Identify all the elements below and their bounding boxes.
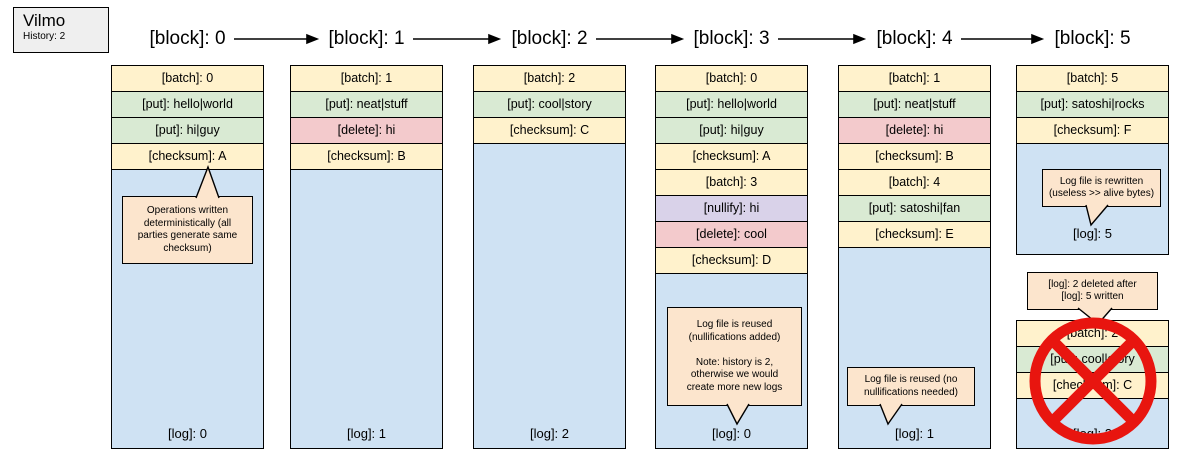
annotation-bubble-deterministic: Operations written deterministically (al… [122,196,253,264]
deleted-block-box: [batch]: 2[put]: cool|story[checksum]: C… [1016,320,1169,449]
operation-row-delete: [delete]: cool [656,222,807,248]
block-box-2: [batch]: 2[put]: cool|story[checksum]: C… [473,65,626,449]
operation-row-checksum: [checksum]: F [1017,118,1168,144]
operation-row-put: [put]: satoshi|fan [839,196,990,222]
operation-row-batch: [batch]: 1 [291,66,442,92]
operation-row-checksum: [checksum]: E [839,222,990,248]
operation-row-batch: [batch]: 0 [656,66,807,92]
legend-box: Vilmo History: 2 [13,7,109,53]
operation-row-put: [put]: neat|stuff [291,92,442,118]
operation-row-put: [put]: cool|story [1017,347,1168,373]
operation-row-batch: [batch]: 3 [656,170,807,196]
operation-row-put: [put]: hi|guy [112,118,263,144]
annotation-bubble-log-rewritten: Log file is rewritten (useless >> alive … [1042,169,1161,207]
operation-row-put: [put]: hello|world [656,92,807,118]
operation-row-put: [put]: hi|guy [656,118,807,144]
operation-row-batch: [batch]: 1 [839,66,990,92]
operation-row-checksum: [checksum]: A [656,144,807,170]
operation-row-delete: [delete]: hi [291,118,442,144]
log-label: [log]: 2 [529,426,570,441]
log-label: [log]: 1 [894,426,935,441]
annotation-bubble-log-reused-nullifications: Log file is reused (nullifications added… [667,307,802,406]
log-label: [log]: 0 [167,426,208,441]
log-label: [log]: 5 [1072,226,1113,241]
block-header-5: [block]: 5 [1054,28,1131,49]
operation-row-checksum: [checksum]: B [291,144,442,170]
operation-row-batch: [batch]: 0 [112,66,263,92]
block-box-1: [batch]: 1[put]: neat|stuff[delete]: hi[… [290,65,443,449]
block-header-0: [block]: 0 [149,28,226,49]
operation-row-checksum: [checksum]: C [474,118,625,144]
operation-row-checksum: [checksum]: A [112,144,263,170]
legend-title: Vilmo [23,11,66,30]
legend-subtitle: History: 2 [23,31,66,42]
operation-row-nullify: [nullify]: hi [656,196,807,222]
block-header-3: [block]: 3 [693,28,770,49]
operation-row-batch: [batch]: 4 [839,170,990,196]
operation-row-batch: [batch]: 5 [1017,66,1168,92]
block-box-5: [batch]: 5[put]: satoshi|rocks[checksum]… [1016,65,1169,255]
operation-row-put: [put]: satoshi|rocks [1017,92,1168,118]
operation-row-checksum: [checksum]: B [839,144,990,170]
operation-row-delete: [delete]: hi [839,118,990,144]
block-header-1: [block]: 1 [328,28,405,49]
operation-row-batch: [batch]: 2 [474,66,625,92]
log-label: [log]: 0 [711,426,752,441]
operation-row-checksum: [checksum]: D [656,248,807,274]
operation-row-put: [put]: neat|stuff [839,92,990,118]
log-label: [log]: 1 [346,426,387,441]
block-header-4: [block]: 4 [876,28,953,49]
operation-row-batch: [batch]: 2 [1017,321,1168,347]
annotation-bubble-log-reused: Log file is reused (no nullifications ne… [847,367,975,406]
block-header-2: [block]: 2 [511,28,588,49]
annotation-bubble-log-deleted: [log]: 2 deleted after [log]: 5 written [1027,272,1158,310]
operation-row-checksum: [checksum]: C [1017,373,1168,399]
log-label: [log]: 2 [1072,426,1113,441]
operation-row-put: [put]: cool|story [474,92,625,118]
operation-row-put: [put]: hello|world [112,92,263,118]
